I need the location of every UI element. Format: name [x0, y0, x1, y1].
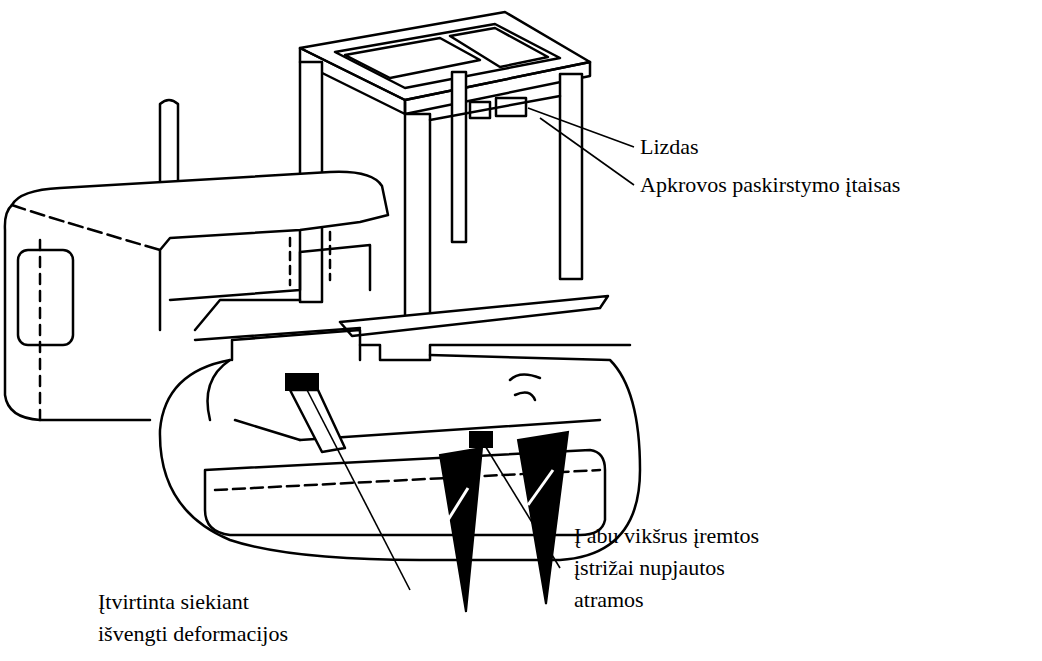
drawing-stroke	[560, 74, 582, 279]
drawing-stroke	[160, 100, 178, 185]
drawing-stroke	[300, 12, 590, 100]
drawing-stroke	[450, 28, 548, 67]
drawing-stroke	[340, 296, 608, 336]
drawing-stroke	[528, 470, 553, 505]
drawing-stroke	[12, 205, 160, 250]
drawing-stroke	[290, 390, 345, 452]
drawing-stroke	[518, 432, 568, 604]
drawing-stroke	[5, 205, 150, 420]
drawing-stroke	[430, 96, 560, 120]
drawing-stroke	[335, 24, 560, 88]
drawing-stroke	[195, 300, 300, 330]
part-label: Lizdas	[640, 131, 699, 163]
drawing-stroke	[306, 388, 410, 590]
drawing-stroke	[208, 360, 231, 420]
drawing-stroke	[452, 72, 466, 242]
drawing-stroke	[160, 355, 640, 560]
drawing-stroke	[170, 245, 370, 300]
drawing-stroke	[39, 240, 42, 420]
drawing-stroke	[448, 488, 468, 520]
leader-lines	[306, 108, 634, 590]
drawing-stroke	[235, 420, 300, 440]
drawing-stroke	[18, 250, 73, 345]
drawing-stroke	[440, 448, 482, 612]
drawing-stroke	[540, 118, 634, 185]
support-blocks	[286, 374, 568, 612]
drawing-stroke	[286, 374, 318, 390]
drawing-stroke	[195, 328, 360, 340]
part-label: Apkrovos paskirstymo įtaisas	[640, 169, 900, 201]
drawing-stroke	[484, 444, 560, 568]
part-label: Į abu vikšrus įremtos įstrižai nupjautos…	[574, 520, 766, 616]
drawing-stroke	[232, 330, 360, 360]
drawing-stroke	[290, 232, 330, 285]
part-label: Įtvirtinta siekiant išvengti deformacijo…	[98, 586, 316, 650]
drawing-stroke	[510, 374, 540, 400]
drawing-stroke	[528, 108, 634, 147]
drawing-stroke	[405, 114, 430, 326]
drawing-stroke	[470, 432, 492, 447]
